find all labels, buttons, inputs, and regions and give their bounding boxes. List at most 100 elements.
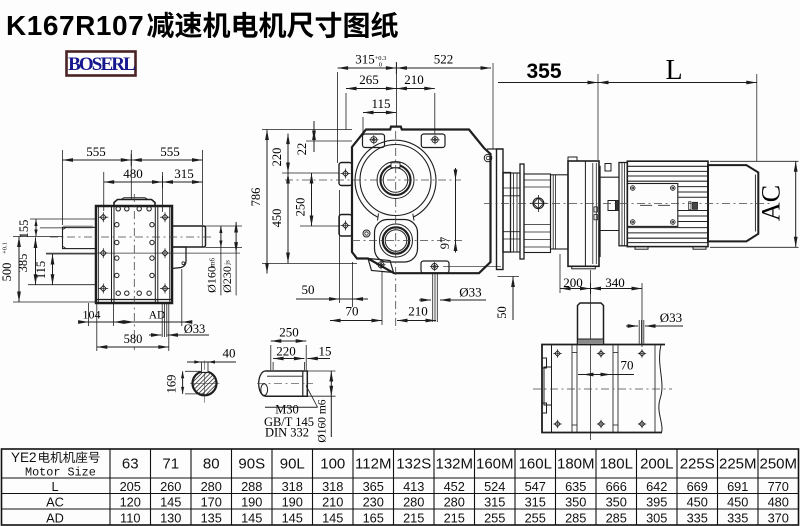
svg-text:132M: 132M	[435, 455, 473, 472]
svg-text:335: 335	[727, 510, 748, 525]
svg-text:AD: AD	[46, 510, 64, 525]
svg-text:Ø33: Ø33	[459, 285, 481, 300]
svg-text:555: 555	[86, 144, 106, 159]
svg-text:524: 524	[484, 479, 505, 494]
svg-text:M30: M30	[275, 403, 299, 417]
svg-text:115: 115	[371, 96, 390, 111]
svg-text:160M: 160M	[476, 455, 514, 472]
svg-text:318: 318	[282, 479, 303, 494]
svg-text:340: 340	[605, 275, 625, 290]
svg-text:315: 315	[484, 494, 505, 509]
svg-text:691: 691	[727, 479, 748, 494]
svg-text:230: 230	[363, 494, 384, 509]
svg-text:190: 190	[241, 494, 262, 509]
svg-text:635: 635	[565, 479, 586, 494]
svg-text:L: L	[51, 479, 58, 494]
svg-text:285: 285	[606, 510, 627, 525]
svg-text:+0.1: +0.1	[2, 242, 9, 254]
svg-text:AC: AC	[757, 185, 786, 221]
svg-text:15: 15	[319, 343, 332, 358]
svg-text:250M: 250M	[759, 455, 797, 472]
svg-text:70: 70	[346, 304, 359, 319]
svg-text:225S: 225S	[680, 455, 715, 472]
svg-text:280: 280	[201, 479, 222, 494]
svg-text:130: 130	[160, 510, 181, 525]
svg-text:350: 350	[606, 494, 627, 509]
svg-text:385: 385	[16, 254, 30, 273]
svg-text:YE2: YE2	[11, 450, 37, 465]
svg-text:155: 155	[17, 220, 31, 239]
svg-text:555: 555	[160, 144, 180, 159]
svg-text:170: 170	[201, 494, 222, 509]
svg-text:Motor Size: Motor Size	[25, 466, 96, 480]
svg-text:220: 220	[270, 148, 284, 167]
svg-text:786: 786	[249, 188, 263, 207]
svg-text:50: 50	[302, 282, 315, 297]
svg-text:413: 413	[403, 479, 424, 494]
svg-text:450: 450	[727, 494, 748, 509]
svg-text:AC: AC	[46, 494, 64, 509]
svg-text:315: 315	[174, 166, 194, 181]
svg-text:Ø160 m6: Ø160 m6	[317, 399, 329, 442]
svg-text:132S: 132S	[396, 455, 431, 472]
svg-text:335: 335	[687, 510, 708, 525]
svg-text:305: 305	[646, 510, 667, 525]
svg-text:Ø33: Ø33	[184, 322, 206, 336]
svg-text:L: L	[665, 55, 682, 86]
svg-text:Ø230: Ø230	[220, 266, 234, 293]
svg-text:145: 145	[160, 494, 181, 509]
svg-text:265: 265	[359, 72, 379, 87]
svg-text:Ø33: Ø33	[660, 310, 682, 325]
svg-text:190: 190	[282, 494, 303, 509]
svg-text:215: 215	[403, 510, 424, 525]
svg-text:285: 285	[565, 510, 586, 525]
svg-text:115: 115	[34, 261, 48, 279]
svg-text:K167R107: K167R107	[6, 10, 144, 41]
svg-text:145: 145	[241, 510, 262, 525]
svg-text:450: 450	[687, 494, 708, 509]
svg-text:BOSERL: BOSERL	[68, 54, 135, 75]
svg-text:160L: 160L	[519, 455, 552, 472]
svg-text:288: 288	[241, 479, 262, 494]
svg-text:547: 547	[525, 479, 546, 494]
svg-text:480: 480	[768, 494, 789, 509]
svg-text:135: 135	[201, 510, 222, 525]
svg-text:100: 100	[320, 455, 345, 472]
svg-text:DIN 332: DIN 332	[265, 426, 309, 440]
svg-text:71: 71	[162, 455, 179, 472]
svg-text:50: 50	[495, 306, 509, 319]
svg-text:165: 165	[363, 510, 384, 525]
svg-text:210: 210	[408, 304, 428, 319]
svg-text:104: 104	[83, 308, 101, 322]
svg-text:225M: 225M	[719, 455, 757, 472]
svg-text:180M: 180M	[557, 455, 595, 472]
svg-text:Ø160: Ø160	[205, 266, 219, 293]
svg-text:70: 70	[621, 358, 634, 373]
svg-text:145: 145	[282, 510, 303, 525]
svg-text:210: 210	[322, 494, 343, 509]
svg-text:318: 318	[322, 479, 343, 494]
svg-text:110: 110	[120, 510, 140, 525]
svg-text:255: 255	[525, 510, 546, 525]
svg-text:97: 97	[438, 237, 452, 250]
svg-text:0: 0	[379, 62, 382, 69]
svg-text:642: 642	[646, 479, 667, 494]
svg-text:260: 260	[160, 479, 181, 494]
svg-text:350: 350	[565, 494, 586, 509]
svg-text:395: 395	[646, 494, 667, 509]
svg-text:m6: m6	[208, 258, 216, 267]
svg-text:112M: 112M	[355, 455, 391, 472]
svg-text:180L: 180L	[600, 455, 633, 472]
svg-text:GB/T 145: GB/T 145	[264, 415, 314, 429]
svg-text:220: 220	[276, 343, 296, 358]
svg-text:169: 169	[165, 375, 179, 394]
svg-text:370: 370	[768, 510, 789, 525]
svg-text:770: 770	[768, 479, 789, 494]
svg-text:315: 315	[525, 494, 546, 509]
svg-text:669: 669	[687, 479, 708, 494]
svg-text:522: 522	[434, 52, 454, 67]
svg-text:452: 452	[444, 479, 465, 494]
svg-text:580: 580	[124, 332, 143, 346]
svg-text:210: 210	[404, 72, 424, 87]
svg-text:365: 365	[363, 479, 384, 494]
